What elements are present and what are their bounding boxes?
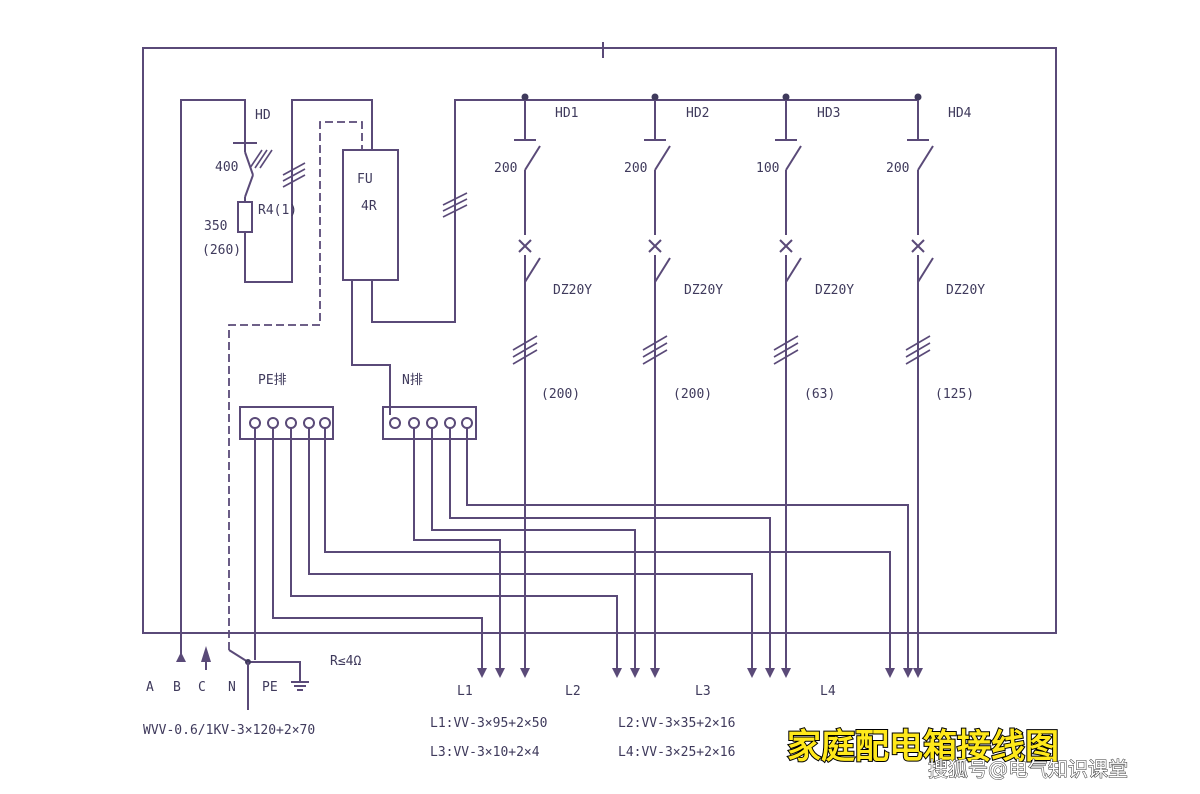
- fuse-box: FU 4R: [342, 99, 918, 323]
- incoming-cable: WVV-0.6/1KV-3×120+2×70: [143, 723, 315, 738]
- branch-2-switch: HD2: [686, 106, 709, 121]
- branch-3: HD3 100 DZ20Y (63): [756, 93, 854, 668]
- watermark: 搜狐号@电气知识课堂: [928, 757, 1128, 781]
- branch-4-rating: 200: [886, 161, 909, 176]
- feeder-l2-label: L2: [565, 684, 581, 699]
- ground-resistance: R≤4Ω: [330, 654, 361, 669]
- branch-4-current: (125): [935, 387, 974, 402]
- n-bar: N排: [382, 373, 477, 440]
- cable-spec-l3: L3:VV-3×10+2×4: [430, 745, 540, 760]
- branch-1: HD1 200 DZ20Y (200): [494, 93, 592, 668]
- cable-spec-l2: L2:VV-3×35+2×16: [618, 716, 735, 731]
- main-switch-label: HD: [255, 108, 271, 123]
- pe-bar: PE排: [239, 373, 334, 440]
- n-wiring: [413, 428, 909, 668]
- branch-2: HD2 200 DZ20Y (200): [624, 93, 723, 668]
- cable-spec-l1: L1:VV-3×95+2×50: [430, 716, 547, 731]
- branch-3-rating: 100: [756, 161, 779, 176]
- pe-bar-label: PE排: [258, 373, 287, 388]
- branch-4-switch: HD4: [948, 106, 972, 121]
- branch-1-rating: 200: [494, 161, 517, 176]
- pe-wiring: [254, 428, 891, 668]
- branch-2-current: (200): [673, 387, 712, 402]
- branch-2-rating: 200: [624, 161, 647, 176]
- meter-branch: R4(1) 350 (260): [202, 99, 373, 283]
- fuse-box-line1: FU: [357, 172, 373, 187]
- n-bar-label: N排: [402, 373, 423, 388]
- cable-spec-l4: L4:VV-3×25+2×16: [618, 745, 735, 760]
- diagram-caption: 家庭配电箱接线图: [787, 727, 1059, 767]
- branch-4: HD4 200 DZ20Y (125): [886, 93, 985, 668]
- resistor-symbol: [237, 201, 253, 233]
- branch-3-switch: HD3: [817, 106, 840, 121]
- branch-3-breaker: DZ20Y: [815, 283, 854, 298]
- distribution-box-frame: [142, 47, 1057, 634]
- branch-1-breaker: DZ20Y: [553, 283, 592, 298]
- phase-b-label: B: [173, 680, 181, 695]
- meter-value: 350: [204, 219, 227, 234]
- feeder-l4-label: L4: [820, 684, 836, 699]
- meter-sub: (260): [202, 243, 241, 258]
- pe-label: PE: [262, 680, 278, 695]
- branch-1-current: (200): [541, 387, 580, 402]
- neutral-pe-feed: [228, 121, 391, 650]
- branch-2-breaker: DZ20Y: [684, 283, 723, 298]
- fuse-box-line2: 4R: [361, 199, 377, 214]
- phase-a-label: A: [146, 680, 154, 695]
- feeder-l3-label: L3: [695, 684, 711, 699]
- feeder-l1-label: L1: [457, 684, 473, 699]
- main-switch-hd: HD 400: [180, 99, 273, 662]
- incoming-terminals: A B C N PE R≤4Ω WVV-0.6/1KV-3×120+2×70: [143, 649, 361, 738]
- branch-4-breaker: DZ20Y: [946, 283, 985, 298]
- main-switch-rating: 400: [215, 160, 238, 175]
- branch-1-switch: HD1: [555, 106, 578, 121]
- resistor-label: R4(1): [258, 203, 297, 218]
- phase-c-label: C: [198, 680, 206, 695]
- neutral-label: N: [228, 680, 236, 695]
- feeder-arrows: [176, 646, 923, 678]
- branch-3-current: (63): [804, 387, 835, 402]
